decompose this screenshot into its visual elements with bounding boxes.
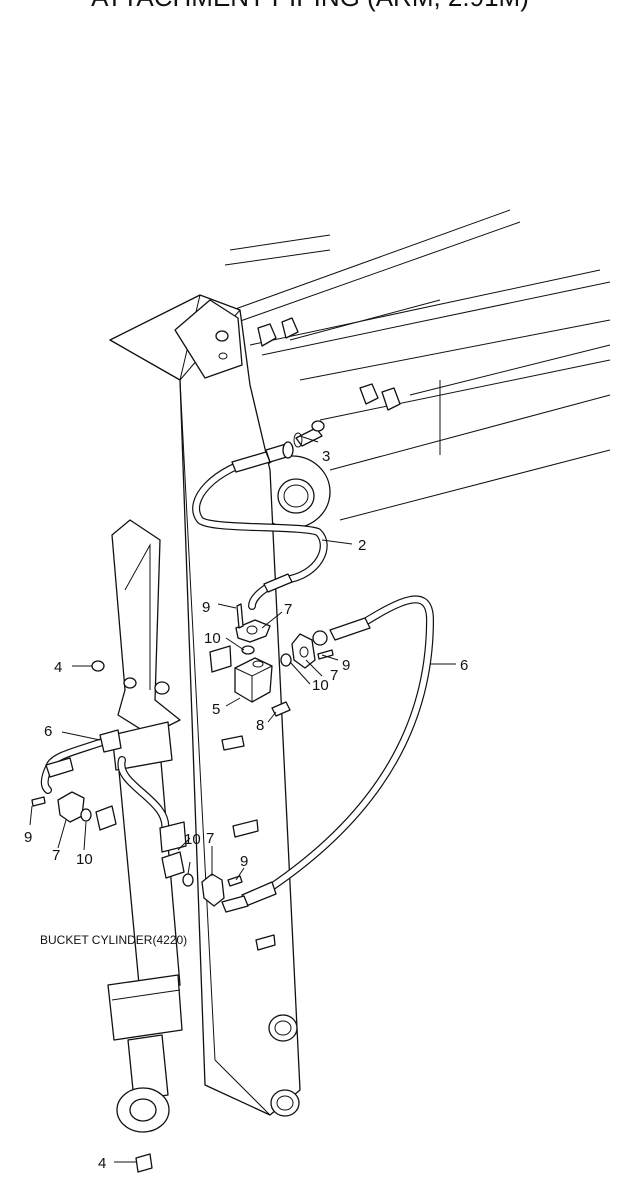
- callout-7: 7: [52, 847, 60, 864]
- boom-structure: [204, 209, 611, 529]
- callout-7: 7: [330, 667, 338, 684]
- callout-9: 9: [202, 599, 210, 616]
- clamps-and-fittings: [31, 603, 334, 1173]
- callout-10: 10: [184, 831, 201, 848]
- callout-9: 9: [342, 657, 350, 674]
- hose-6-right: [221, 595, 434, 913]
- component-label-bucket-cylinder: BUCKET CYLINDER(4220): [40, 933, 187, 947]
- callout-4: 4: [98, 1155, 106, 1172]
- callout-6: 6: [44, 723, 52, 740]
- block-5: [209, 645, 273, 703]
- bucket-cylinder: [107, 721, 183, 1133]
- callout-6: 6: [460, 657, 468, 674]
- arm-body: [109, 294, 301, 1117]
- diagram-title: ATTACHMENT PIPING (ARM, 2.91M): [91, 0, 529, 12]
- hose-6-left: [40, 729, 170, 834]
- leader-lines: [29, 435, 456, 1163]
- callout-10: 10: [312, 677, 329, 694]
- callout-4: 4: [54, 659, 62, 676]
- hose-2: [192, 432, 328, 610]
- callout-3: 3: [322, 448, 330, 465]
- callout-9: 9: [240, 853, 248, 870]
- callout-7: 7: [206, 830, 214, 847]
- callout-10: 10: [204, 630, 221, 647]
- callout-10: 10: [76, 851, 93, 868]
- callout-9: 9: [24, 829, 32, 846]
- callout-7: 7: [284, 601, 292, 618]
- callout-2: 2: [358, 537, 366, 554]
- callout-labels: 3 2 9 7 10 9 10 7 6 4 5 8 6 9 7 10 10 7 …: [24, 448, 468, 1172]
- callout-5: 5: [212, 701, 220, 718]
- callout-8: 8: [256, 717, 264, 734]
